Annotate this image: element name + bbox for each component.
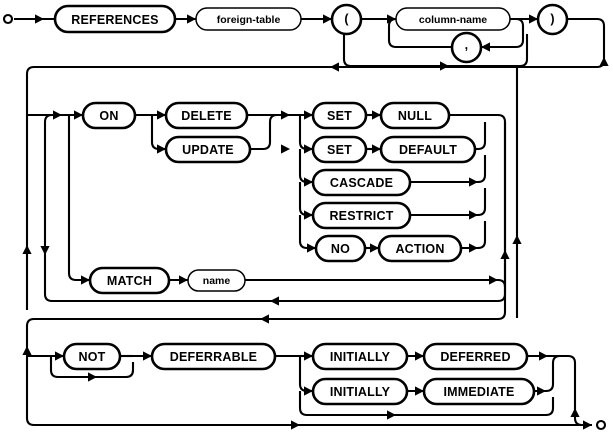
node-initially-deferred[interactable]: INITIALLY bbox=[311, 342, 409, 371]
node-restrict-label: RESTRICT bbox=[329, 209, 393, 223]
node-null[interactable]: NULL bbox=[379, 101, 451, 130]
node-cascade[interactable]: CASCADE bbox=[311, 168, 412, 197]
node-restrict[interactable]: RESTRICT bbox=[311, 201, 412, 230]
node-name-label: name bbox=[203, 275, 231, 287]
node-action[interactable]: ACTION bbox=[377, 234, 463, 263]
node-lparen[interactable]: ( bbox=[330, 3, 363, 36]
node-rparen-label: ) bbox=[550, 12, 554, 26]
node-deferrable-label: DEFERRABLE bbox=[170, 350, 257, 364]
node-no-label: NO bbox=[331, 242, 350, 256]
node-on-label: ON bbox=[99, 109, 118, 123]
node-initially-immediate-label: INITIALLY bbox=[330, 385, 391, 399]
node-immediate-label: IMMEDIATE bbox=[443, 385, 514, 399]
node-action-label: ACTION bbox=[395, 242, 444, 256]
node-initially-immediate[interactable]: INITIALLY bbox=[311, 377, 409, 406]
end-marker bbox=[595, 419, 607, 431]
node-delete[interactable]: DELETE bbox=[164, 101, 249, 130]
node-references[interactable]: REFERENCES bbox=[53, 4, 177, 34]
node-comma[interactable]: , bbox=[450, 31, 483, 64]
start-marker bbox=[2, 13, 14, 25]
node-deferred[interactable]: DEFERRED bbox=[422, 342, 529, 371]
node-deferred-label: DEFERRED bbox=[440, 350, 510, 364]
node-set-default-label: SET bbox=[327, 143, 352, 157]
nonterminal-nodes: foreign-table column-name name bbox=[187, 7, 511, 292]
node-foreign-table[interactable]: foreign-table bbox=[195, 7, 302, 31]
node-update[interactable]: UPDATE bbox=[164, 135, 252, 164]
node-delete-label: DELETE bbox=[181, 109, 232, 123]
node-cascade-label: CASCADE bbox=[330, 176, 393, 190]
rail-arrowheads bbox=[22, 14, 609, 430]
node-references-label: REFERENCES bbox=[71, 13, 158, 27]
node-not-label: NOT bbox=[79, 350, 106, 364]
node-name[interactable]: name bbox=[187, 269, 246, 292]
node-column-name-label: column-name bbox=[419, 14, 487, 26]
node-update-label: UPDATE bbox=[182, 143, 234, 157]
node-default[interactable]: DEFAULT bbox=[379, 135, 477, 164]
node-match-label: MATCH bbox=[107, 274, 152, 288]
node-deferrable[interactable]: DEFERRABLE bbox=[150, 342, 277, 371]
node-set-null[interactable]: SET bbox=[311, 101, 368, 130]
node-immediate[interactable]: IMMEDIATE bbox=[422, 377, 536, 406]
node-column-name[interactable]: column-name bbox=[395, 7, 511, 31]
node-foreign-table-label: foreign-table bbox=[217, 14, 281, 26]
node-null-label: NULL bbox=[398, 109, 432, 123]
node-match[interactable]: MATCH bbox=[88, 266, 171, 295]
node-initially-deferred-label: INITIALLY bbox=[330, 350, 391, 364]
node-comma-label: , bbox=[465, 38, 469, 52]
node-no[interactable]: NO bbox=[314, 234, 367, 263]
node-not[interactable]: NOT bbox=[62, 342, 122, 371]
node-on[interactable]: ON bbox=[81, 101, 137, 130]
node-set-null-label: SET bbox=[327, 109, 352, 123]
node-rparen[interactable]: ) bbox=[536, 3, 569, 36]
node-set-default[interactable]: SET bbox=[311, 135, 368, 164]
node-default-label: DEFAULT bbox=[399, 143, 457, 157]
node-lparen-label: ( bbox=[344, 12, 349, 26]
terminal-nodes: REFERENCES ( , ) ON DELETE bbox=[53, 3, 569, 406]
